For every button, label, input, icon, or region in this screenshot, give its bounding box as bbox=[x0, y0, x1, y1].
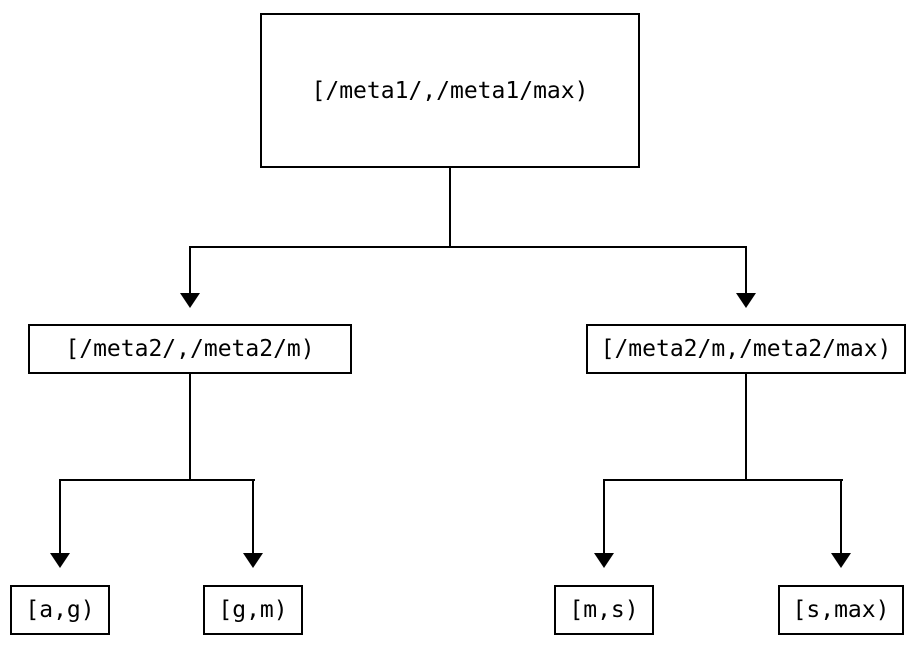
node-label: [a,g) bbox=[25, 597, 95, 623]
node-label: [s,max) bbox=[792, 597, 890, 623]
node-label: [/meta1/,/meta1/max) bbox=[311, 77, 589, 104]
arrowhead-down-icon bbox=[594, 553, 614, 568]
arrowhead-down-icon bbox=[50, 553, 70, 568]
connector-line bbox=[189, 246, 191, 294]
connector-line bbox=[59, 479, 255, 481]
tree-node-leaf-gm: [g,m) bbox=[203, 585, 303, 635]
arrowhead-down-icon bbox=[831, 553, 851, 568]
connector-line bbox=[603, 479, 605, 554]
connector-line bbox=[189, 374, 191, 481]
tree-node-leaf-ms: [m,s) bbox=[554, 585, 654, 635]
node-label: [g,m) bbox=[218, 597, 288, 623]
node-label: [/meta2/m,/meta2/max) bbox=[600, 336, 892, 362]
connector-line bbox=[840, 479, 842, 554]
arrowhead-down-icon bbox=[736, 293, 756, 308]
tree-node-meta2-right: [/meta2/m,/meta2/max) bbox=[586, 324, 906, 374]
arrowhead-down-icon bbox=[243, 553, 263, 568]
tree-node-leaf-ag: [a,g) bbox=[10, 585, 110, 635]
connector-line bbox=[449, 168, 451, 248]
connector-line bbox=[745, 374, 747, 481]
tree-node-meta2-left: [/meta2/,/meta2/m) bbox=[28, 324, 352, 374]
connector-line bbox=[252, 479, 254, 554]
tree-node-leaf-smax: [s,max) bbox=[778, 585, 904, 635]
connector-line bbox=[59, 479, 61, 554]
node-label: [/meta2/,/meta2/m) bbox=[65, 336, 315, 362]
connector-line bbox=[603, 479, 843, 481]
node-label: [m,s) bbox=[569, 597, 639, 623]
tree-node-root: [/meta1/,/meta1/max) bbox=[260, 13, 640, 168]
connector-line bbox=[745, 246, 747, 294]
arrowhead-down-icon bbox=[180, 293, 200, 308]
connector-line bbox=[189, 246, 747, 248]
